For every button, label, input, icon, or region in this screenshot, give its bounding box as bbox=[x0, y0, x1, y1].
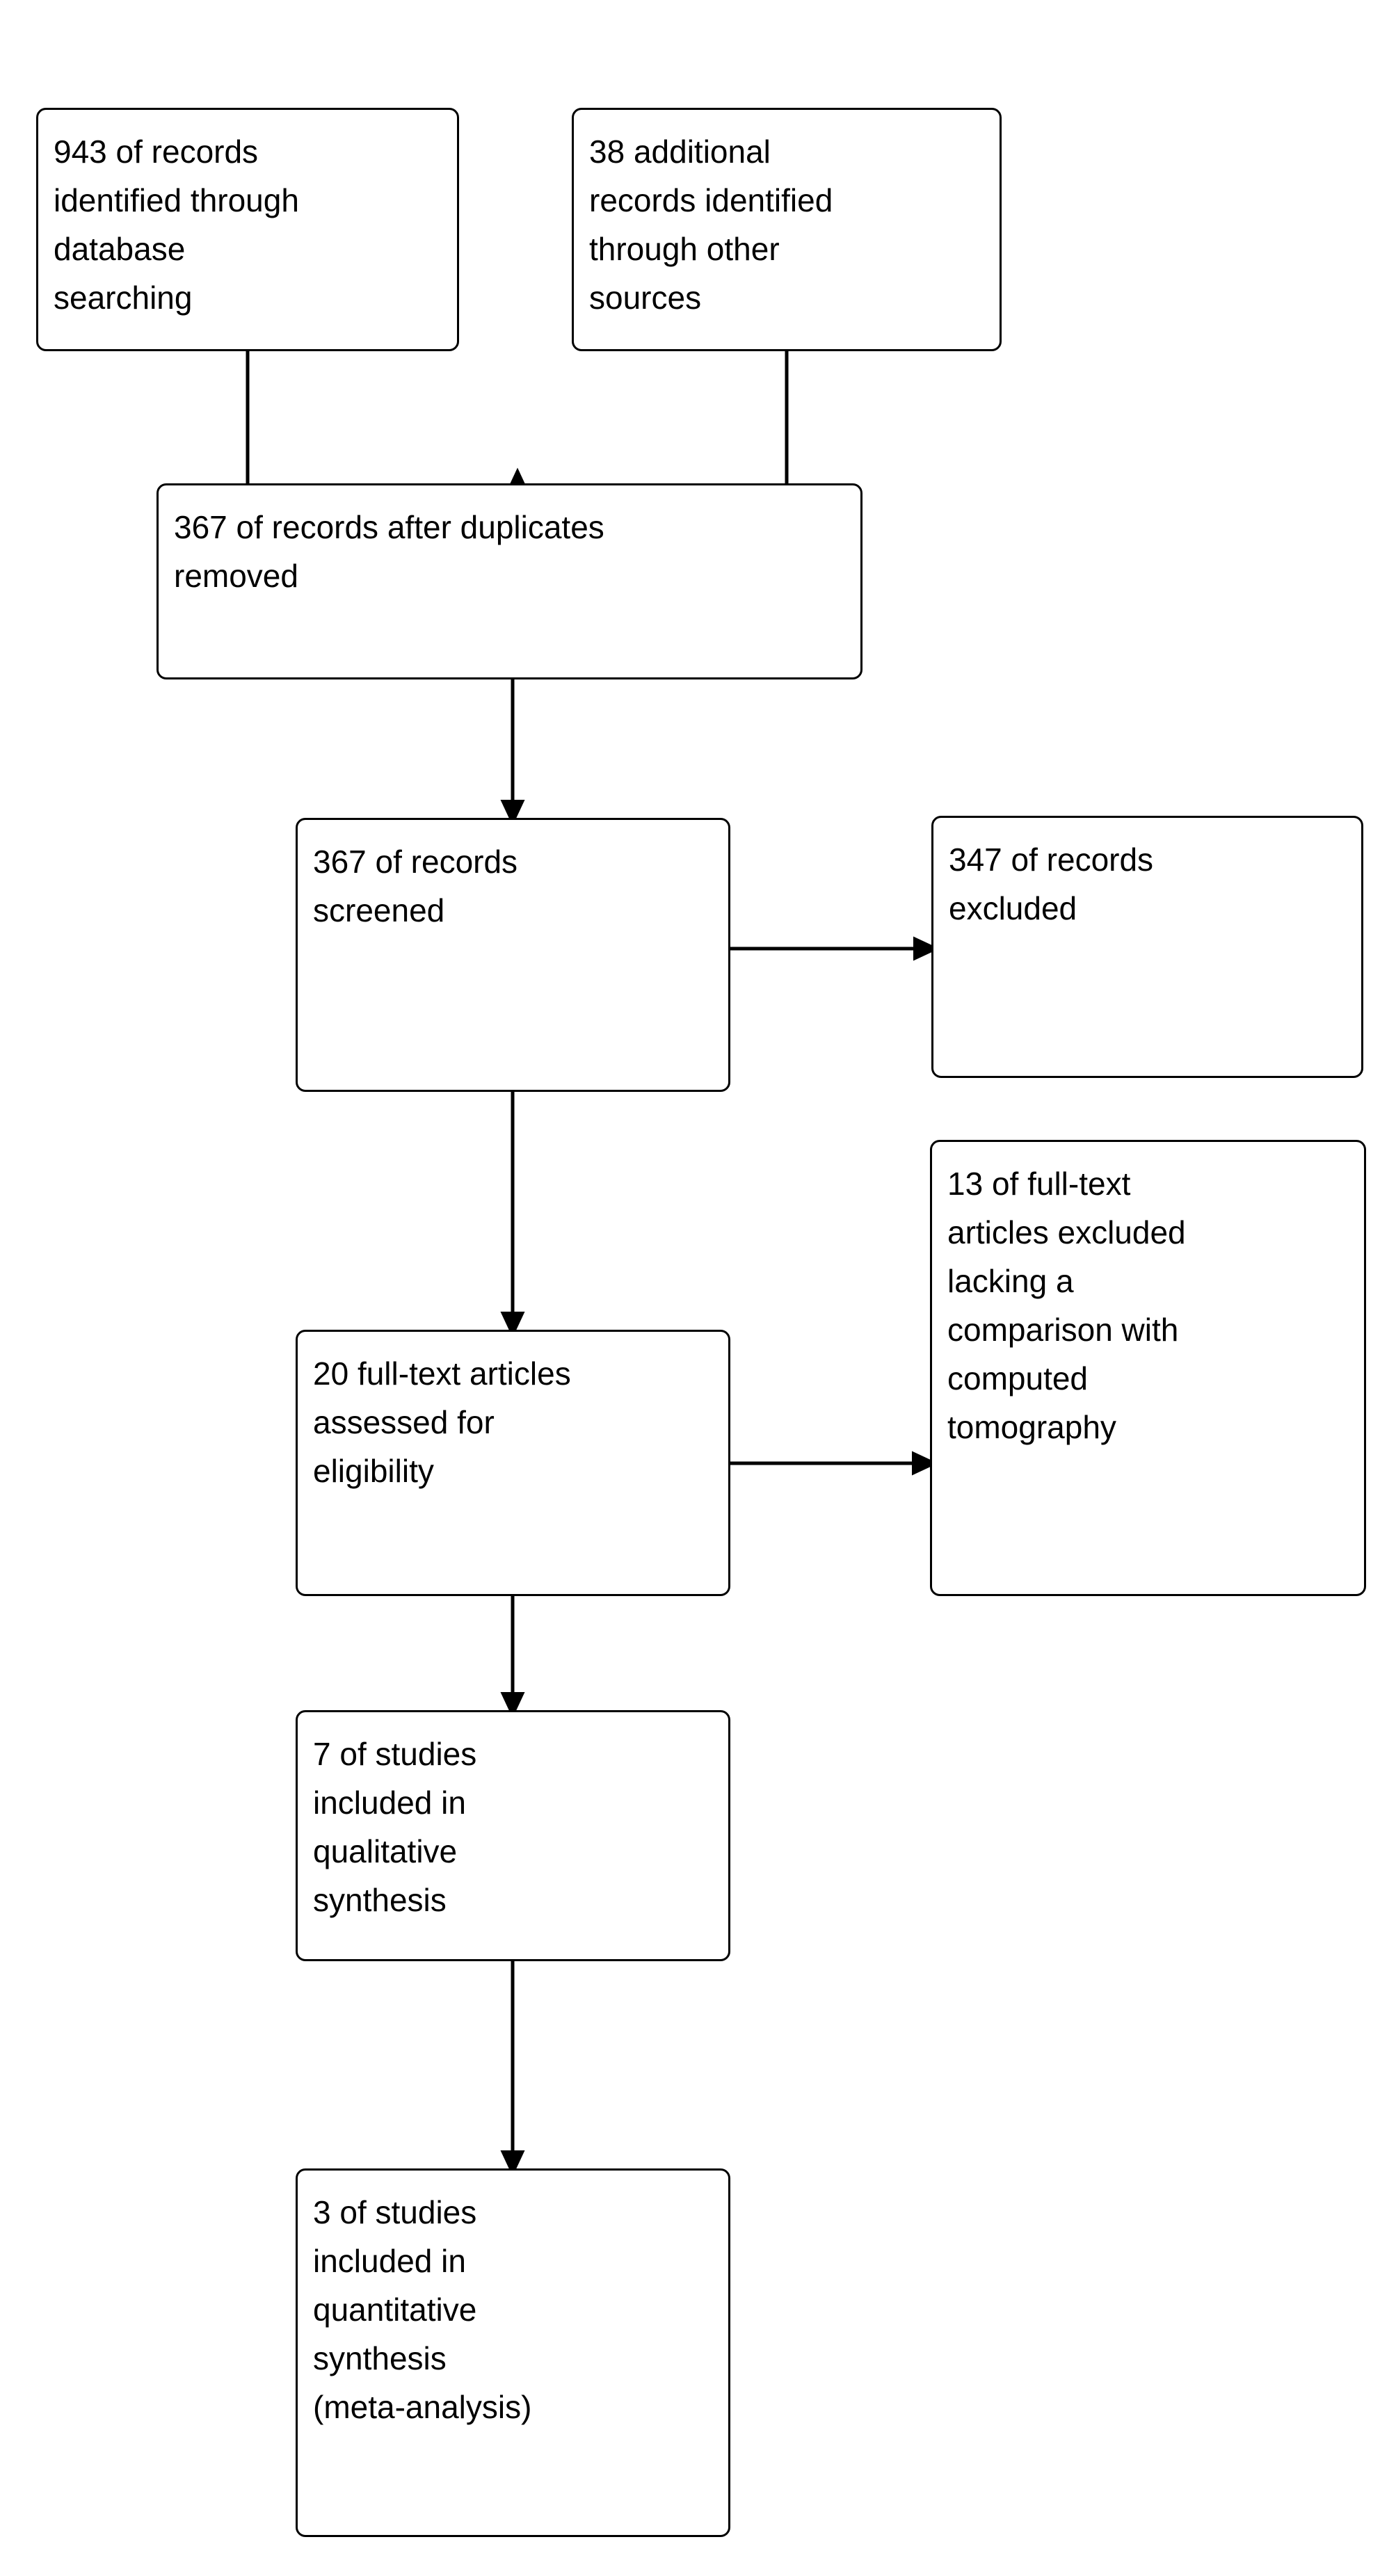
box-duplicates-removed: 367 of records after duplicates removed bbox=[157, 483, 862, 679]
box-records-screened: 367 of records screened bbox=[296, 818, 730, 1092]
box-qualitative-synthesis: 7 of studies included in qualitative syn… bbox=[296, 1710, 730, 1961]
box-fulltext-assessed: 20 full-text articles assessed for eligi… bbox=[296, 1330, 730, 1596]
box-records-excluded: 347 of records excluded bbox=[931, 816, 1363, 1078]
box-identified-database: 943 of records identified through databa… bbox=[36, 108, 459, 351]
box-identified-other-sources: 38 additional records identified through… bbox=[572, 108, 1002, 351]
box-fulltext-excluded: 13 of full-text articles excluded lackin… bbox=[930, 1140, 1366, 1596]
box-quantitative-synthesis: 3 of studies included in quantitative sy… bbox=[296, 2168, 730, 2537]
